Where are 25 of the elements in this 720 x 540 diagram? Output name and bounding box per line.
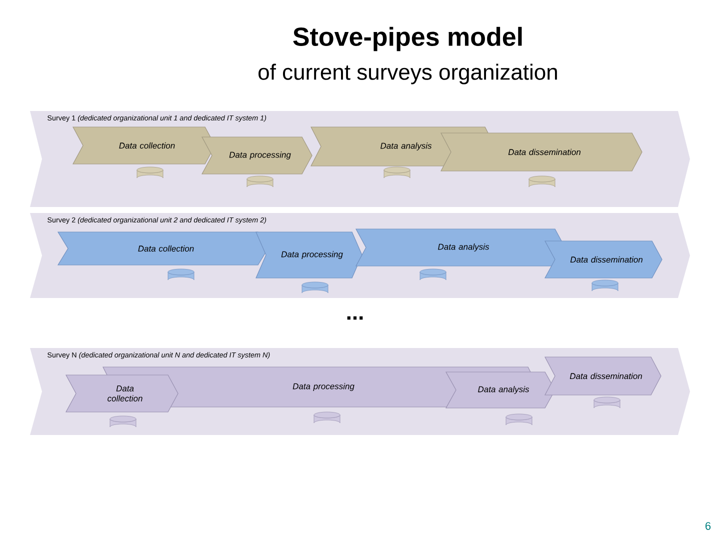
database-cylinder — [168, 268, 194, 280]
database-cylinder — [506, 414, 532, 426]
database-cylinder — [592, 280, 618, 292]
process-step: Data collection — [72, 126, 216, 164]
ellipsis: ... — [347, 316, 363, 320]
database-cylinder — [246, 176, 274, 188]
page-number: 6 — [706, 522, 711, 530]
database-cylinder — [110, 416, 136, 428]
title: Stove-pipes model — [293, 26, 522, 52]
process-step: Data processing — [256, 232, 362, 278]
database-cylinder — [528, 176, 556, 188]
process-step: Data processing — [202, 136, 312, 174]
process-step: Data collection — [66, 374, 178, 412]
process-step: Data collection — [57, 232, 268, 266]
database-cylinder — [136, 166, 164, 178]
subtitle: of current surveys organization — [258, 64, 557, 84]
database-cylinder — [384, 166, 410, 178]
database-cylinder — [302, 282, 328, 294]
process-step: Data dissemination — [544, 240, 662, 278]
process-step: Data analysis — [356, 228, 566, 266]
database-cylinder — [594, 396, 620, 408]
database-cylinder — [314, 412, 340, 424]
database-cylinder — [420, 268, 446, 280]
process-step: Data dissemination — [544, 356, 662, 396]
process-step: Data dissemination — [440, 132, 642, 172]
